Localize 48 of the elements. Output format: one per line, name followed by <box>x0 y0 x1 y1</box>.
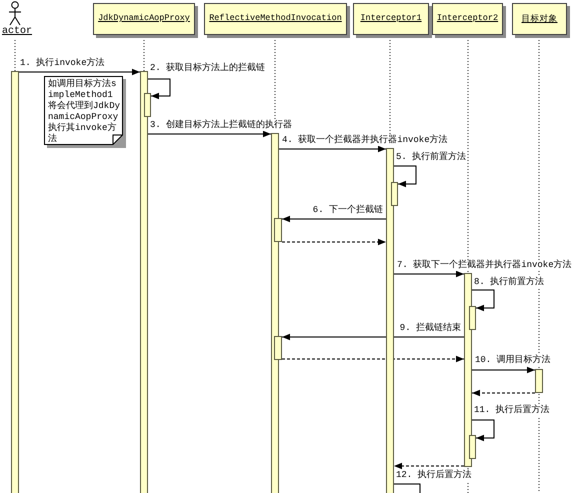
message-label: 6. 下一个拦截链 <box>312 205 383 216</box>
activation-bar <box>464 273 472 467</box>
message-arrow <box>278 146 386 152</box>
participant-box: JdkDynamicAopProxy <box>93 3 195 35</box>
message-arrow <box>394 484 420 493</box>
activation-bar <box>271 133 279 493</box>
self-call-arrow <box>472 290 494 312</box>
self-call-arrow <box>148 78 170 100</box>
participant-box: Interceptor2 <box>432 3 503 35</box>
activation-bar <box>140 71 148 493</box>
message-arrow <box>18 68 140 76</box>
message-label: 11. 执行后置方法 <box>474 405 550 416</box>
note: 如调用目标方法simpleMethod1将会代理到JdkDynamicAopProxy执行其invoke方法 <box>44 76 126 148</box>
message-label: 1. 执行invoke方法 <box>20 58 105 69</box>
message-label: 7. 获取下一个拦截器并执行器invoke方法 <box>397 260 572 271</box>
activation-bar <box>469 306 476 330</box>
message-label: 9. 拦截链结束 <box>400 323 461 334</box>
actor-label: actor <box>2 26 32 37</box>
activation-bar <box>535 369 543 393</box>
activation-bar <box>469 435 476 459</box>
activation-bar <box>11 71 19 493</box>
return-arrow <box>394 462 464 470</box>
return-arrow <box>472 390 536 396</box>
message-label: 4. 获取一个拦截器并执行器invoke方法 <box>282 135 448 146</box>
lifeline <box>14 40 16 72</box>
message-arrow <box>282 216 386 222</box>
activation-bar <box>274 218 282 242</box>
participant-box: 目标对象 <box>512 3 567 35</box>
message-label: 2. 获取目标方法上的拦截链 <box>150 63 266 74</box>
self-call-arrow <box>394 166 416 188</box>
message-label: 8. 执行前置方法 <box>474 277 544 288</box>
self-call-arrow <box>472 420 494 442</box>
message-label: 3. 创建目标方法上拦截链的执行器 <box>150 120 292 131</box>
activation-bar <box>144 93 151 117</box>
activation-bar <box>386 148 394 493</box>
participant-box: ReflectiveMethodInvocation <box>204 3 347 35</box>
return-arrow <box>282 238 386 246</box>
message-label: 5. 执行前置方法 <box>396 152 466 163</box>
message-label: 12. 执行后置方法 <box>396 470 472 481</box>
message-label: 10. 调用目标方法 <box>475 355 551 366</box>
message-arrow <box>148 130 272 138</box>
participant-box: Interceptor1 <box>353 3 429 35</box>
activation-bar <box>391 182 398 206</box>
message-arrow <box>394 270 464 278</box>
message-arrow <box>472 366 536 374</box>
activation-bar <box>274 336 282 360</box>
return-arrow <box>282 356 464 362</box>
message-arrow <box>282 334 464 340</box>
